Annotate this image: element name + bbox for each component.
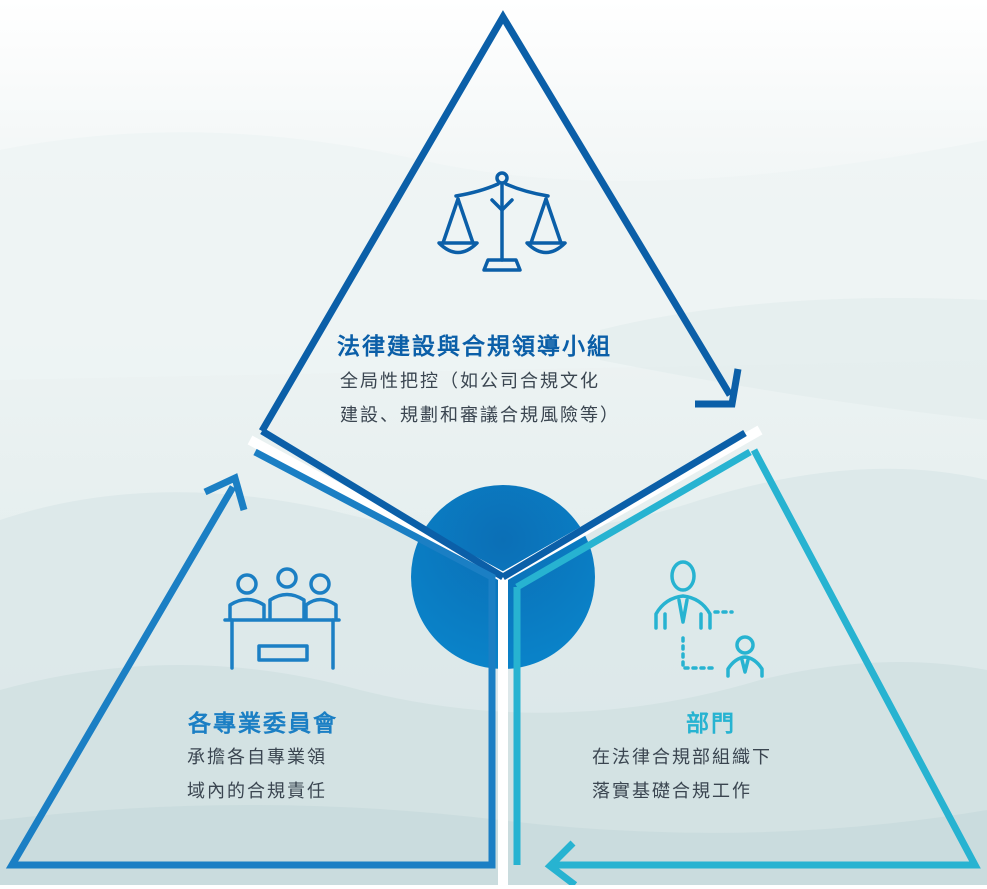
left-section-description-line-1: 承擔各自專業領	[187, 747, 327, 768]
top-triangle	[258, 10, 747, 581]
right-arrowhead	[544, 840, 578, 888]
right-section-title: 部門	[686, 711, 736, 737]
scales-of-justice-icon	[437, 171, 567, 272]
right-section-description-line-2: 落實基礎合規工作	[592, 781, 752, 802]
left-section-title: 各專業委員會	[188, 711, 338, 737]
right-triangle	[513, 448, 981, 869]
left-arrowhead	[203, 473, 248, 511]
top-section-title: 法律建設與合規領導小組	[337, 334, 612, 360]
department-people-icon	[654, 560, 764, 678]
left-section-description-line-2: 域內的合規責任	[187, 781, 327, 802]
top-arrowhead	[695, 368, 742, 408]
right-section-description-line-1: 在法律合規部組織下	[592, 747, 772, 768]
committee-meeting-icon	[223, 567, 341, 670]
top-section-description-line-1: 全局性把控（如公司合規文化	[340, 371, 600, 392]
top-section-description-line-2: 建設、規劃和審議合規風險等）	[340, 405, 620, 426]
left-triangle	[5, 448, 496, 869]
